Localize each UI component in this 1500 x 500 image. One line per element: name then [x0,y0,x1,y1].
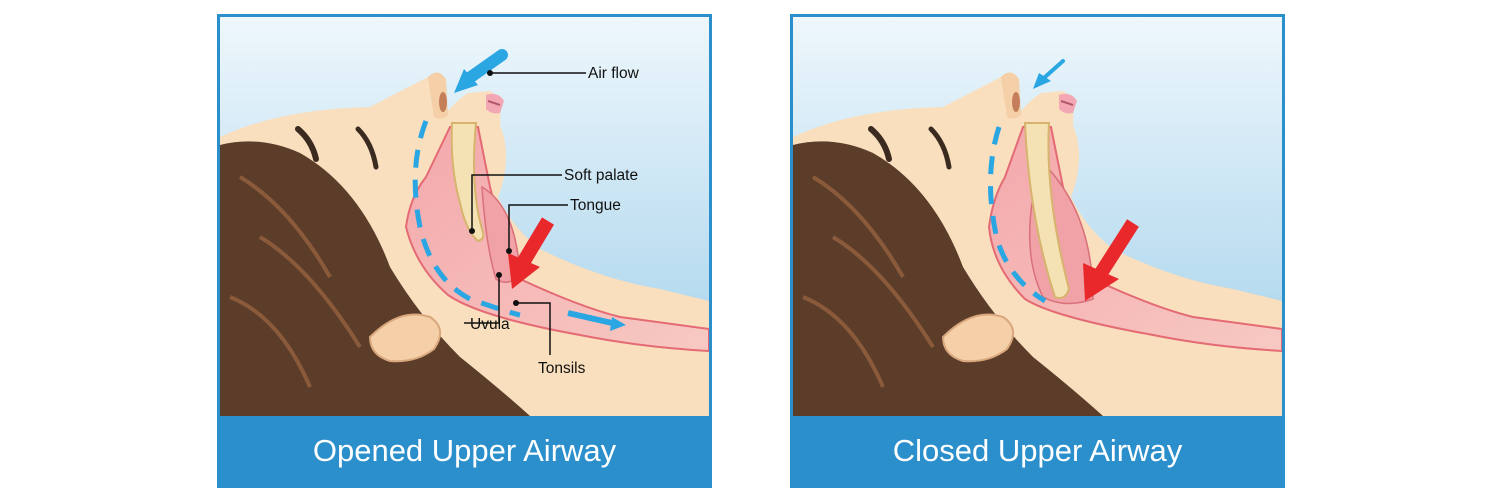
closed-airway-panel: Closed Upper Airway [790,14,1285,488]
airflow-path [412,120,521,318]
nostril [439,92,447,112]
airway-throat [404,126,709,353]
airflow-in-arrowhead [454,69,478,93]
opened-airway-caption: Opened Upper Airway [220,416,709,485]
ear [368,313,441,363]
pressure-arrow [517,217,555,265]
hair [793,141,1103,416]
label-air-flow: Air flow [588,65,640,82]
nostril [1012,92,1020,112]
opened-airway-illustration: Air flow Soft palate Tongue Uvula Tonsil… [220,17,709,416]
airflow-exit-arrowhead [610,317,626,331]
airflow-in-arrowhead [1033,73,1051,89]
pressure-arrowhead [508,253,540,289]
label-tonsils: Tonsils [538,360,586,377]
ear [941,313,1014,363]
hair [220,141,530,416]
closed-airway-caption: Closed Upper Airway [793,416,1282,485]
soft-palate-bone [1023,122,1071,299]
eyebrow [928,126,952,170]
soft-palate-bone [450,122,485,243]
leader-lines [464,72,586,355]
closed-eye [868,126,892,162]
leader-dots [469,70,519,306]
airflow-in-arrow [462,49,508,85]
opened-airway-panel: Air flow Soft palate Tongue Uvula Tonsil… [217,14,712,488]
pressure-arrow [1095,219,1139,277]
closed-airway-illustration [793,17,1282,416]
closed-eye [295,126,319,162]
label-tongue: Tongue [570,197,621,214]
airflow-in-arrow [1043,59,1065,79]
label-uvula: Uvula [470,316,510,333]
pressure-arrowhead [1083,263,1119,301]
airflow-path [987,126,1047,304]
eyebrow [355,126,379,170]
label-soft-palate: Soft palate [564,167,638,184]
airflow-exit [567,310,613,326]
